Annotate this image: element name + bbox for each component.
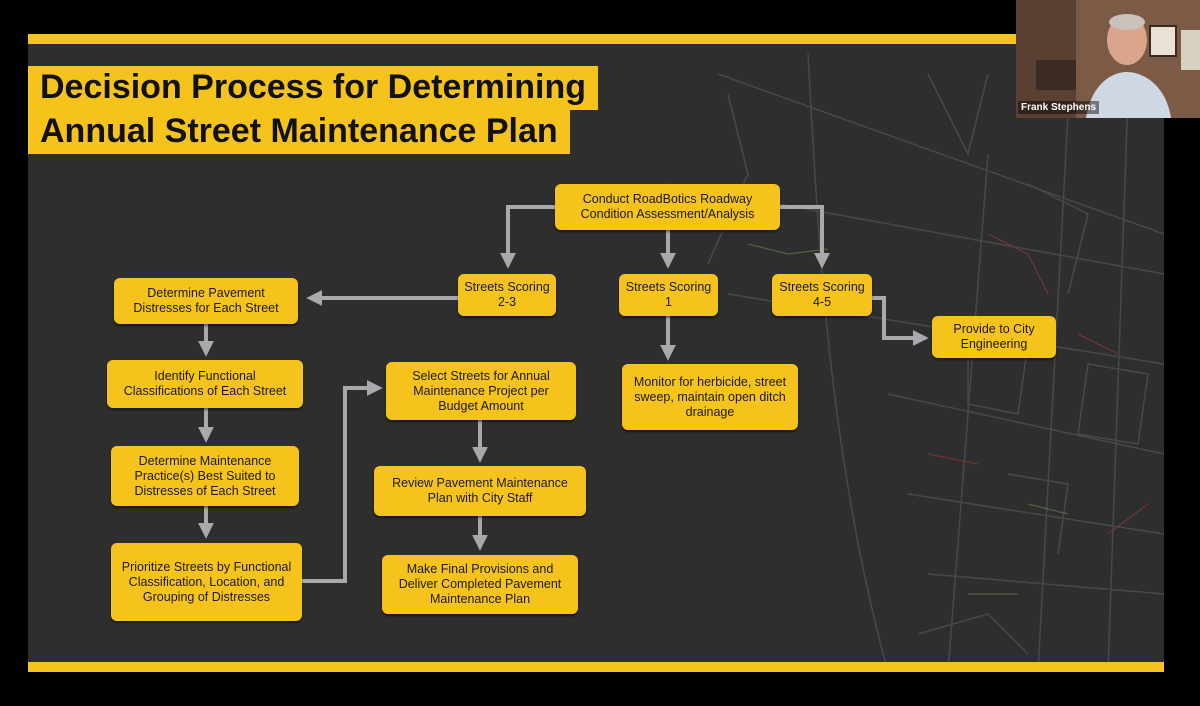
participant-video-icon [1016,0,1200,118]
node-functional-classifications: Identify Functional Classifications of E… [107,360,303,408]
node-pavement-distresses: Determine Pavement Distresses for Each S… [114,278,298,324]
node-prioritize-streets: Prioritize Streets by Functional Classif… [111,543,302,621]
node-city-engineering: Provide to City Engineering [932,316,1056,358]
top-accent-bar [28,34,1164,44]
node-monitor: Monitor for herbicide, street sweep, mai… [622,364,798,430]
node-final-provisions: Make Final Provisions and Deliver Comple… [382,555,578,614]
arrow-prioritize-to-select [302,380,383,583]
presentation-slide: Decision Process for Determining Annual … [28,34,1164,672]
slide-title-line-2: Annual Street Maintenance Plan [28,110,570,154]
bottom-accent-bar [28,662,1164,672]
node-maintenance-practices: Determine Maintenance Practice(s) Best S… [111,446,299,506]
flowchart-connectors [198,205,929,583]
node-scoring-4-5: Streets Scoring 4-5 [772,274,872,316]
participant-name-label: Frank Stephens [1018,101,1100,114]
node-review-plan: Review Pavement Maintenance Plan with Ci… [374,466,586,516]
arrow-assessment-to-scoring-4-5 [780,205,830,269]
node-scoring-2-3: Streets Scoring 2-3 [458,274,556,316]
webcam-video-tile[interactable] [1016,0,1200,118]
node-scoring-1: Streets Scoring 1 [619,274,718,316]
slide-title-line-1: Decision Process for Determining [28,66,599,110]
arrow-assessment-to-scoring-2-3 [500,205,555,269]
node-assessment: Conduct RoadBotics Roadway Condition Ass… [555,184,780,230]
arrow-scoring-4-5-to-engineering [872,296,929,346]
node-select-streets: Select Streets for Annual Maintenance Pr… [386,362,576,420]
